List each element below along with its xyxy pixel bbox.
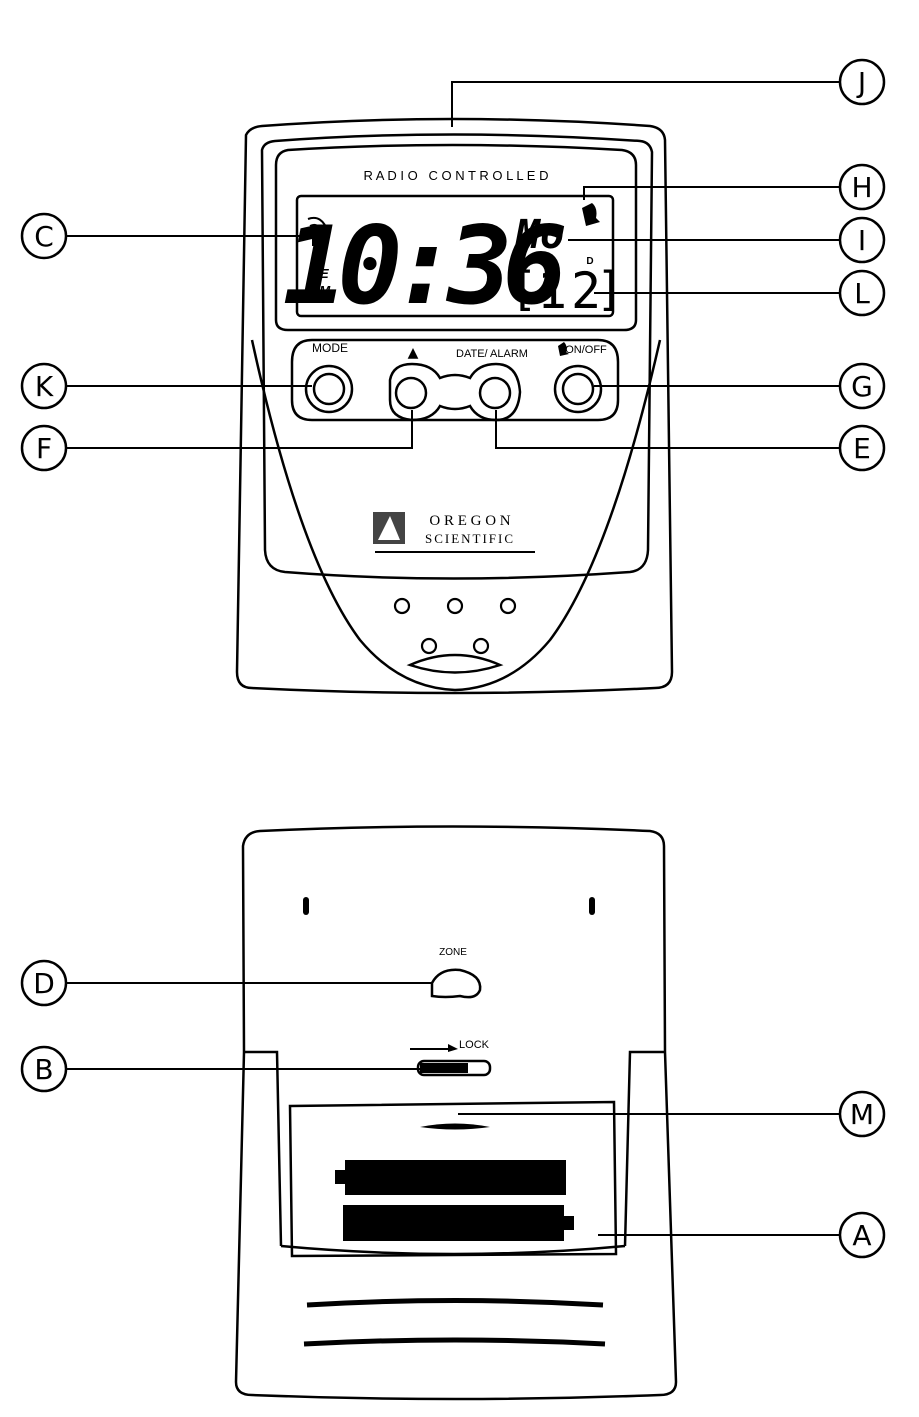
radio-signal-icon: [307, 216, 329, 246]
callout-circle-E: [838, 424, 886, 472]
display-month-marker: M: [544, 256, 552, 267]
display-housing: [274, 143, 638, 332]
battery-top-terminal: [335, 1170, 345, 1184]
callout-label-E: E: [853, 432, 871, 465]
callout-label-K: K: [35, 370, 54, 403]
callout-circle-B: [20, 1045, 68, 1093]
display-bracket-left: [: [510, 262, 538, 316]
alarm-onoff-button-label: ON/OFF: [565, 344, 607, 356]
date-alarm-button[interactable]: [478, 376, 512, 410]
callout-circle-I: [838, 216, 886, 264]
up-button[interactable]: [394, 376, 428, 410]
front-body-outline: [235, 117, 674, 695]
brand-emblem-detail: [378, 516, 400, 540]
display-header: R A D I O C O N T R O L L E D: [364, 168, 549, 183]
display-month: 1: [537, 262, 567, 320]
display-time: 10:36: [282, 204, 564, 329]
front-buttons: MODE ▲ DATE/ ALARM ON/OFF: [304, 341, 607, 422]
callout-label-M: M: [850, 1098, 874, 1131]
brand-line1: O R E G O N: [429, 513, 510, 529]
leader-E: [495, 410, 840, 449]
callout-label-G: G: [851, 370, 873, 403]
callouts: J H C I L K G F E D B M A: [20, 58, 886, 1259]
brand-logo: O R E G O N SCIENTIFIC: [373, 512, 535, 553]
display-day: 2: [571, 262, 601, 320]
display-zone-letter: E: [320, 266, 329, 281]
back-stand-left: [244, 1050, 283, 1247]
mode-button[interactable]: [304, 364, 354, 414]
battery-bottom: [343, 1205, 564, 1241]
up-button-label: ▲: [408, 345, 419, 361]
brand-line2: SCIENTIFIC: [425, 531, 515, 546]
chin-slot: [406, 653, 504, 674]
back-groove-1: [306, 1298, 604, 1308]
callout-label-A: A: [852, 1219, 871, 1252]
compartment-base: [280, 1244, 626, 1256]
back-groove-2: [303, 1337, 606, 1347]
zone-label: ZONE: [439, 947, 467, 958]
callout-circle-M: [838, 1090, 886, 1138]
leader-H: [583, 186, 840, 200]
callout-circle-F: [20, 424, 68, 472]
leader-J: [451, 81, 840, 127]
back-details: ZONE LOCK: [303, 897, 606, 1347]
callout-circle-H: [838, 163, 886, 211]
speaker-holes: [393, 597, 517, 655]
callout-label-I: I: [858, 224, 866, 257]
callout-label-C: C: [34, 220, 54, 253]
alarm-onoff-bell-icon: [558, 342, 569, 356]
callout-circle-J: [838, 58, 886, 106]
date-alarm-button-label: DATE/ ALARM: [456, 348, 528, 360]
front-view: [235, 117, 674, 695]
back-body-outline: [234, 825, 678, 1401]
hang-hole-left: [303, 897, 309, 915]
callout-circle-D: [20, 959, 68, 1007]
callout-label-H: H: [851, 171, 872, 204]
callout-circle-K: [20, 362, 68, 410]
button-panel: [290, 338, 620, 422]
compartment-tab: [420, 1123, 490, 1130]
alarm-bell-icon: [582, 203, 600, 226]
battery-top: [345, 1160, 566, 1195]
front-chin: [250, 339, 662, 692]
lock-label: LOCK: [459, 1039, 490, 1051]
battery-bottom-terminal: [564, 1216, 574, 1230]
back-stand-right: [623, 1050, 664, 1247]
lock-slider-knob: [420, 1063, 468, 1073]
lock-arrow-head: [448, 1044, 458, 1052]
display-bracket-right: ]: [596, 262, 624, 316]
callout-label-B: B: [34, 1053, 53, 1086]
battery-compartment: [288, 1100, 618, 1258]
callout-label-J: J: [856, 66, 866, 99]
hang-hole-right: [589, 897, 595, 915]
callout-label-L: L: [854, 277, 870, 310]
callout-label-F: F: [36, 432, 52, 465]
callout-circle-C: [20, 212, 68, 260]
callout-label-D: D: [33, 967, 55, 1000]
leader-F: [66, 410, 413, 449]
callout-circle-A: [838, 1211, 886, 1259]
mode-button-label: MODE: [312, 341, 348, 355]
back-view: [234, 825, 678, 1401]
display-day-marker: D: [586, 256, 593, 267]
lcd-window: [295, 194, 615, 318]
display-weekday: Mo: [514, 212, 564, 258]
callout-circle-G: [838, 362, 886, 410]
display-ampm: AM: [309, 283, 331, 298]
button-pair-frame: [388, 362, 522, 422]
lcd-content: R A D I O C O N T R O L L E D E AM 10:36…: [282, 168, 623, 329]
callout-circle-L: [838, 269, 886, 317]
alarm-onoff-button[interactable]: [553, 364, 603, 414]
zone-button[interactable]: [430, 968, 482, 999]
